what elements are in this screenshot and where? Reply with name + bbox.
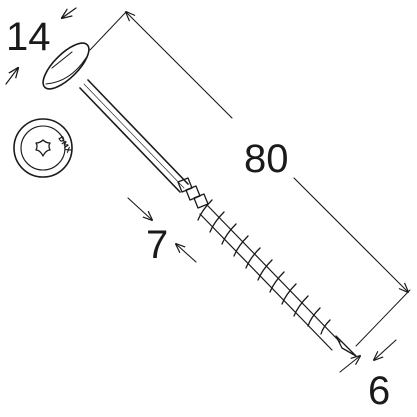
washer-head-outline bbox=[42, 42, 90, 90]
torx-recess-icon bbox=[35, 139, 51, 157]
length-extension-bottom bbox=[355, 289, 411, 347]
thread-arrow-right bbox=[374, 339, 397, 360]
shank bbox=[79, 79, 189, 193]
washer-head-underside bbox=[45, 57, 87, 85]
shank-centerline bbox=[83, 83, 185, 189]
washer-head-rim bbox=[51, 51, 73, 69]
shank-arrow-upper bbox=[127, 197, 152, 220]
length-dim-line-lower bbox=[293, 177, 408, 292]
shank-arrow-lower bbox=[176, 244, 197, 263]
length-dim-line-upper bbox=[126, 12, 233, 119]
thread-diameter-label: 6 bbox=[368, 369, 390, 413]
head-diameter-dimension: 14 bbox=[5, 7, 77, 85]
cutter-rib-2 bbox=[185, 185, 201, 201]
head-diameter-arrow-bottom bbox=[5, 68, 18, 85]
head-inner-circle bbox=[20, 125, 66, 171]
head-outer-circle bbox=[13, 118, 73, 178]
length-extension-top bbox=[89, 11, 127, 51]
washer-head bbox=[42, 42, 90, 90]
cutter-section bbox=[177, 177, 209, 209]
thread-arrow-left bbox=[339, 356, 360, 373]
shank-diameter-dimension: 7 bbox=[127, 197, 197, 267]
screw-head-top-view: DMX bbox=[13, 118, 73, 178]
length-dimension: 80 bbox=[89, 11, 411, 347]
head-diameter-label: 14 bbox=[6, 15, 51, 59]
screw-side-view bbox=[42, 42, 357, 357]
shank-edge-lower bbox=[79, 87, 181, 193]
thread-diameter-dimension: 6 bbox=[339, 339, 397, 413]
thread bbox=[197, 199, 341, 351]
thread-core-edge-upper bbox=[207, 205, 341, 343]
thread-turns bbox=[197, 199, 331, 335]
head-diameter-arrow-top bbox=[62, 7, 77, 18]
thread-core-edge-lower bbox=[199, 213, 333, 351]
length-label: 80 bbox=[244, 137, 289, 181]
screw-tip bbox=[335, 335, 357, 357]
shank-diameter-label: 7 bbox=[146, 223, 168, 267]
shank-edge-upper bbox=[87, 79, 189, 185]
